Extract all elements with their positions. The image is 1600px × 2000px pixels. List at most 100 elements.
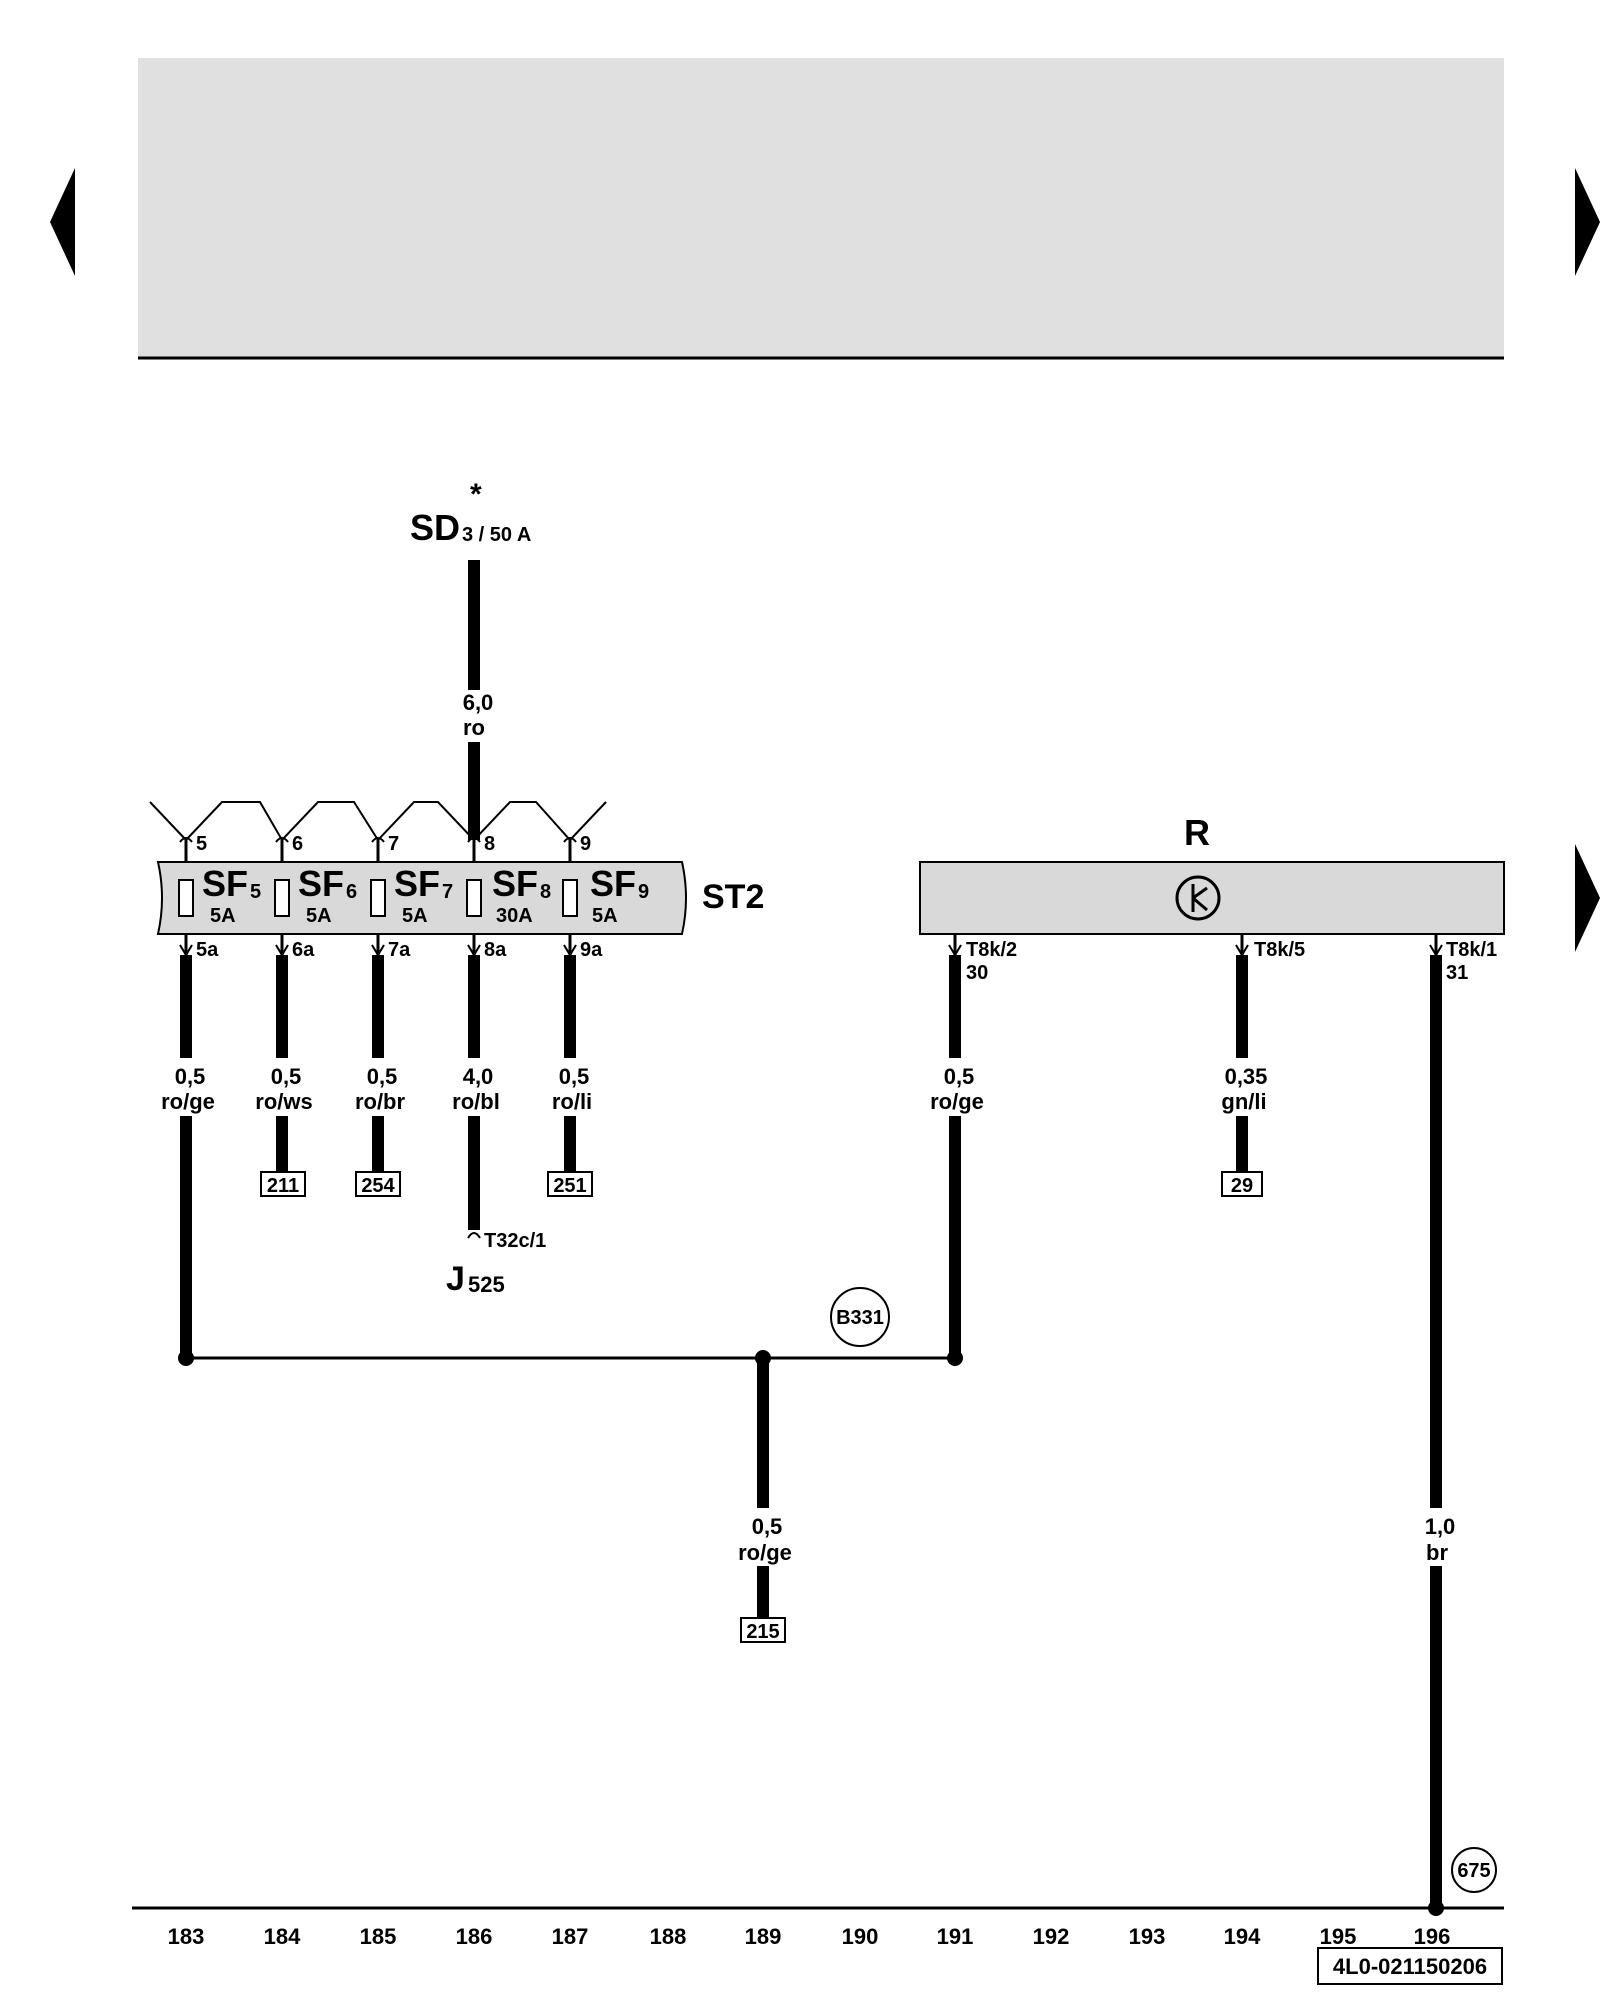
pin-label: T8k/2: [966, 939, 1017, 961]
branch-215: 0,5 ro/ge 215: [738, 1358, 792, 1643]
pin-label: T8k/1: [1446, 939, 1497, 961]
radio-pin-t8k5: T8k/5 0,35 gn/li 29: [1221, 934, 1305, 1197]
wire-cross: 0,5: [752, 1514, 783, 1539]
triangle-right-icon[interactable]: [1575, 844, 1600, 952]
fuse-top-pin: 8: [484, 833, 495, 855]
fuse-bottom-pin: 5a: [196, 939, 219, 961]
feed-wire-color: ro: [463, 715, 485, 740]
fuse-rating: 5A: [306, 905, 332, 927]
pin-connector-icon: [371, 837, 385, 843]
fuse-rating: 5A: [592, 905, 618, 927]
pin-connector-icon: [275, 837, 289, 843]
radio-pin-t8k2: T8k/2 30 0,5 ro/ge: [930, 934, 1017, 1358]
fuse-top-pin: 9: [580, 833, 591, 855]
fuse-rating: 30A: [496, 905, 533, 927]
fuse-symbol-icon: [178, 879, 194, 917]
doc-number: 4L0-021150206: [1333, 1954, 1487, 1979]
wire-cross: 0,5: [175, 1064, 206, 1089]
fuse-sub: 7: [442, 881, 453, 903]
pin-connector-icon: [179, 837, 193, 843]
fuse-top-pin: 6: [292, 833, 303, 855]
doc-number-box: [1317, 1947, 1503, 1985]
triangle-right-icon[interactable]: [1575, 168, 1600, 276]
wire-color: ro/li: [552, 1089, 592, 1114]
wire-color: ro/ge: [738, 1540, 792, 1565]
fuse-bottom-pin: 8a: [484, 939, 507, 961]
radio-symbol-down: [1192, 896, 1208, 912]
wire-color: gn/li: [1221, 1089, 1266, 1114]
wire-color: ro/ge: [161, 1089, 215, 1114]
wire-cross: 0,5: [271, 1064, 302, 1089]
radio-pin-t8k1: T8k/1 31 1,0 br: [1425, 934, 1497, 1916]
reference-number: 254: [361, 1175, 395, 1197]
column-number: 183: [168, 1924, 205, 1949]
wire-cross: 0,5: [367, 1064, 398, 1089]
column-number: 186: [456, 1924, 493, 1949]
fuse-sub: 6: [346, 881, 357, 903]
fuse-label: SF: [202, 863, 248, 904]
pin-connector-icon: [467, 1232, 481, 1239]
pin-term: 30: [966, 962, 988, 984]
junction-node: [947, 1350, 963, 1366]
column-number: 193: [1129, 1924, 1166, 1949]
reference-box[interactable]: [260, 1171, 306, 1197]
wire-color: ro/ws: [255, 1089, 312, 1114]
reference-box[interactable]: [547, 1171, 593, 1197]
ground-675[interactable]: [1451, 1847, 1497, 1893]
wire-color: br: [1426, 1540, 1448, 1565]
radio-symbol-up: [1192, 886, 1208, 900]
reference-box[interactable]: [740, 1617, 786, 1643]
fuse-sf9: 9 SF 9 5A 9a 0,5 ro/li 251: [547, 833, 649, 1197]
fuse-sub: 9: [638, 881, 649, 903]
reference-box[interactable]: [1221, 1171, 1263, 1197]
fuse-bottom-pin: 9a: [580, 939, 603, 961]
radio-symbol-icon: [1175, 875, 1221, 921]
pin-connector-icon: [563, 837, 577, 843]
column-number: 196: [1414, 1924, 1451, 1949]
fuse-symbol-icon: [370, 879, 386, 917]
column-number: 194: [1224, 1924, 1261, 1949]
wire-cross: 1,0: [1425, 1514, 1456, 1539]
header-panel: [138, 58, 1504, 358]
radio-unit: [919, 861, 1505, 935]
fuse-rating: 5A: [402, 905, 428, 927]
wire-cross: 4,0: [463, 1064, 494, 1089]
fuse-rating: 5A: [210, 905, 236, 927]
column-number: 195: [1320, 1924, 1357, 1949]
fuse-label: SF: [394, 863, 440, 904]
reference-box[interactable]: [355, 1171, 401, 1197]
feed-wire-cross: 6,0: [463, 690, 494, 715]
fuse-sub: 5: [250, 881, 261, 903]
fuse-symbol-icon: [274, 879, 290, 917]
reference-number: 29: [1231, 1175, 1253, 1197]
reference-number: 251: [553, 1175, 586, 1197]
column-number: 192: [1033, 1924, 1070, 1949]
fuse-sub: 8: [540, 881, 551, 903]
radio-symbol-circle: [1175, 875, 1221, 921]
j525-pin: T32c/1: [484, 1230, 546, 1252]
pin-label: T8k/5: [1254, 939, 1305, 961]
fuse-sf7: 7 SF 7 5A 7a 0,5 ro/br 254: [355, 833, 453, 1197]
fuse-sf8: 8 SF 8 30A 8a 4,0 ro/bl T32c/1 J 525: [446, 833, 551, 1298]
wire-color: ro/br: [355, 1089, 406, 1114]
splice-b331[interactable]: [830, 1287, 890, 1347]
fuse-label: SF: [298, 863, 344, 904]
fuse-top-pin: 7: [388, 833, 399, 855]
column-number: 187: [552, 1924, 589, 1949]
fuse-sf5: 5 SF 5 5A 5a 0,5 ro/ge: [161, 833, 261, 1358]
triangle-left-icon[interactable]: [50, 168, 75, 276]
fuse-symbol-icon: [466, 879, 482, 917]
fuse-label: SF: [590, 863, 636, 904]
fuse-bus-link: [149, 801, 607, 842]
j525-sub: 525: [468, 1272, 505, 1297]
column-number: 184: [264, 1924, 301, 1949]
column-number: 189: [745, 1924, 782, 1949]
fuse-top-pin: 5: [196, 833, 207, 855]
fuse-sf6: 6 SF 6 5A 6a 0,5 ro/ws 211: [255, 833, 357, 1197]
column-number: 188: [650, 1924, 687, 1949]
radio-label: R: [1184, 812, 1210, 853]
fuse-bottom-pin: 7a: [388, 939, 411, 961]
ground-675-label: 675: [1457, 1860, 1490, 1882]
junction-node: [178, 1350, 194, 1366]
